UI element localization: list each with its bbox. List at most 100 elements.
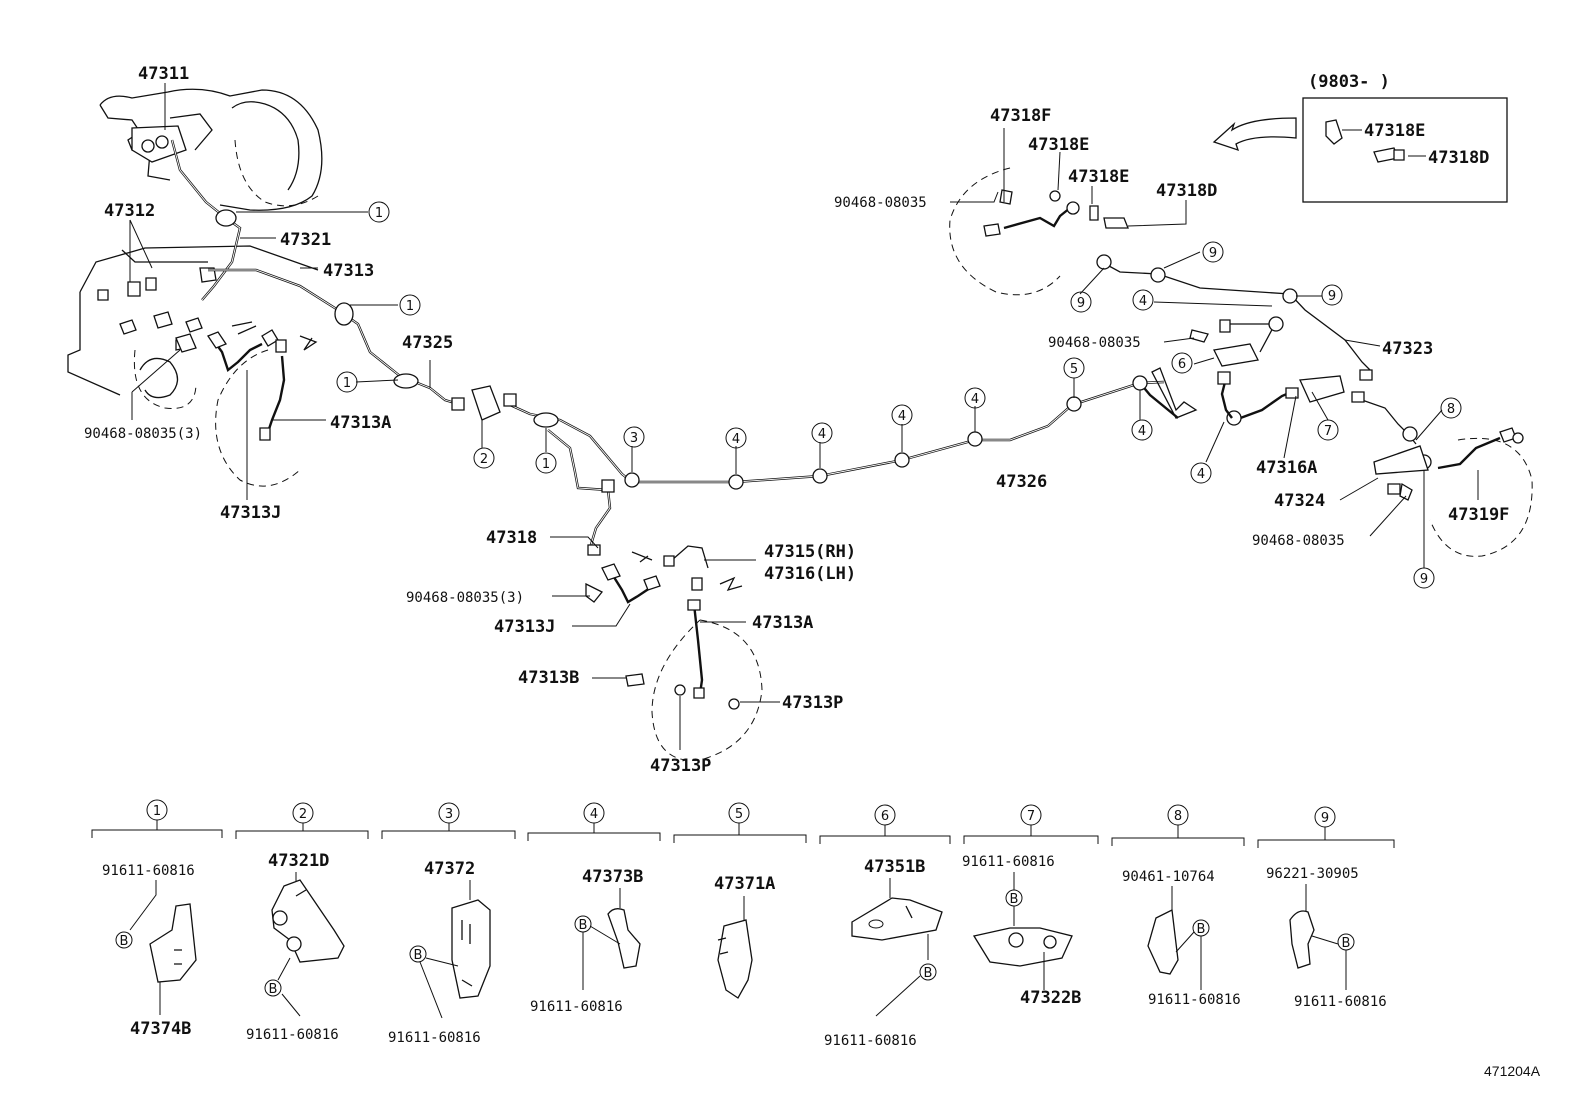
callout-9: 9 bbox=[1209, 246, 1217, 261]
part-label-47313J: 47313J bbox=[494, 617, 555, 637]
clip-part-label: 47322B bbox=[1020, 988, 1081, 1008]
rear-right-pipe-drawing bbox=[1151, 319, 1533, 557]
brake-pipes bbox=[170, 139, 1417, 549]
bolt-letter: B bbox=[120, 934, 129, 949]
clip-group-4: 47373B B 91611-60816 bbox=[530, 867, 643, 1015]
callout-4: 4 bbox=[818, 427, 826, 442]
callout-6: 6 bbox=[1178, 357, 1186, 372]
brake-booster-drawing bbox=[99, 88, 323, 211]
part-label-47313P: 47313P bbox=[782, 693, 843, 713]
clip-part-label: 47351B bbox=[864, 857, 925, 877]
part-label-47313A: 47313A bbox=[752, 613, 813, 633]
part-label-47318E: 47318E bbox=[1364, 121, 1425, 141]
part-label-90468-08035-3: 90468-08035(3) bbox=[84, 426, 202, 442]
proportioning-valve-block-drawing bbox=[67, 245, 319, 410]
callout-1: 1 bbox=[375, 206, 383, 221]
clip-group-number: 6 bbox=[881, 809, 889, 824]
clip-group-9: 96221-30905 B 91611-60816 bbox=[1266, 866, 1387, 1010]
callout-4: 4 bbox=[1138, 424, 1146, 439]
callout-circles: 1 1 1 1 2 3 4 4 4 4 4 4 4 5 6 7 8 9 9 bbox=[336, 201, 1462, 589]
part-label-47316-lh: 47316(LH) bbox=[764, 564, 856, 584]
callout-2: 2 bbox=[480, 452, 488, 467]
inset-box bbox=[1212, 97, 1508, 203]
bolt-label: 91611-60816 bbox=[530, 999, 623, 1015]
bolt-label: 91611-60816 bbox=[388, 1030, 481, 1046]
top-right-hose-drawing bbox=[949, 167, 1129, 296]
part-label-47319F: 47319F bbox=[1448, 505, 1509, 525]
rear-hose-drawing bbox=[625, 545, 763, 761]
part-label-47321: 47321 bbox=[280, 230, 331, 250]
clip-part-label: 96221-30905 bbox=[1266, 866, 1359, 882]
center-junction-drawing bbox=[451, 385, 615, 493]
clip-group-number: 9 bbox=[1321, 811, 1329, 826]
inset-note: (9803- ) bbox=[1308, 72, 1390, 92]
master-cylinder-drawing bbox=[131, 125, 187, 163]
part-label-47315-rh: 47315(RH) bbox=[764, 542, 856, 562]
bolt-label: 91611-60816 bbox=[1148, 992, 1241, 1008]
clip-group-6: 47351B B 91611-60816 bbox=[824, 857, 943, 1049]
part-label-47313: 47313 bbox=[323, 261, 374, 281]
part-label-47311: 47311 bbox=[138, 64, 189, 84]
clip-part-label: 47321D bbox=[268, 851, 329, 871]
part-label-47324: 47324 bbox=[1274, 491, 1325, 511]
part-label-90468-08035: 90468-08035 bbox=[834, 195, 927, 211]
clip-part-label: 90461-10764 bbox=[1122, 869, 1215, 885]
clip-group-number: 4 bbox=[590, 807, 598, 822]
part-label-47313P: 47313P bbox=[650, 756, 711, 776]
callout-3: 3 bbox=[630, 431, 638, 446]
clip-group-1: 91611-60816 B 47374B bbox=[102, 863, 197, 1039]
bolt-letter: B bbox=[924, 966, 933, 981]
bolt-label: 91611-60816 bbox=[246, 1027, 339, 1043]
clip-legend-headers: 1 2 3 4 5 6 7 8 9 bbox=[91, 799, 1395, 848]
callout-4: 4 bbox=[1139, 294, 1147, 309]
bolt-label: 91611-60816 bbox=[962, 854, 1055, 870]
part-label-47318: 47318 bbox=[486, 528, 537, 548]
callout-9: 9 bbox=[1420, 572, 1428, 587]
clip-part-label: 47371A bbox=[714, 874, 775, 894]
clip-group-8: 90461-10764 B 91611-60816 bbox=[1122, 869, 1241, 1008]
bolt-letter: B bbox=[579, 918, 588, 933]
part-label-47318E: 47318E bbox=[1028, 135, 1089, 155]
clip-group-7: 91611-60816 B 47322B bbox=[962, 854, 1081, 1008]
clip-part-label: 47374B bbox=[130, 1019, 191, 1039]
clip-group-number: 8 bbox=[1174, 809, 1182, 824]
clip-group-5: 47371A bbox=[714, 874, 775, 999]
part-label-47313B: 47313B bbox=[518, 668, 579, 688]
part-label-47313J: 47313J bbox=[220, 503, 281, 523]
callout-9: 9 bbox=[1077, 296, 1085, 311]
part-label-47318E: 47318E bbox=[1068, 167, 1129, 187]
callout-9: 9 bbox=[1328, 289, 1336, 304]
bolt-letter: B bbox=[414, 948, 423, 963]
callout-1: 1 bbox=[343, 376, 351, 391]
callout-1: 1 bbox=[542, 457, 550, 472]
bolt-label: 91611-60816 bbox=[102, 863, 195, 879]
clip-group-2: 47321D B 91611-60816 bbox=[246, 851, 345, 1043]
part-label-47325: 47325 bbox=[402, 333, 453, 353]
clip-group-3: 47372 B 91611-60816 bbox=[388, 859, 491, 1046]
callout-4: 4 bbox=[1197, 467, 1205, 482]
clip-group-number: 2 bbox=[299, 807, 307, 822]
callout-4: 4 bbox=[732, 432, 740, 447]
callout-7: 7 bbox=[1324, 424, 1332, 439]
bolt-label: 91611-60816 bbox=[1294, 994, 1387, 1010]
callout-4: 4 bbox=[971, 392, 979, 407]
callout-5: 5 bbox=[1070, 362, 1078, 377]
clip-part-label: 47372 bbox=[424, 859, 475, 879]
clip-legend: 1 2 3 4 5 6 7 8 9 bbox=[91, 799, 1395, 1049]
part-labels: 47311 47312 47321 47313 47325 47313A 904… bbox=[84, 64, 1509, 776]
part-label-47312: 47312 bbox=[104, 201, 155, 221]
part-label-90468-08035: 90468-08035 bbox=[1252, 533, 1345, 549]
bolt-letter: B bbox=[1342, 936, 1351, 951]
part-label-47313A: 47313A bbox=[330, 413, 391, 433]
callout-1: 1 bbox=[406, 299, 414, 314]
clip-group-number: 5 bbox=[735, 807, 743, 822]
clip-part-label: 47373B bbox=[582, 867, 643, 887]
part-label-47326: 47326 bbox=[996, 472, 1047, 492]
bolt-letter: B bbox=[1197, 922, 1206, 937]
clip-group-number: 3 bbox=[445, 807, 453, 822]
front-left-hose-drawing bbox=[175, 321, 318, 487]
part-label-47318F: 47318F bbox=[990, 106, 1051, 126]
part-label-90468-08035: 90468-08035 bbox=[1048, 335, 1141, 351]
rear-left-hose-drawing bbox=[585, 544, 661, 604]
